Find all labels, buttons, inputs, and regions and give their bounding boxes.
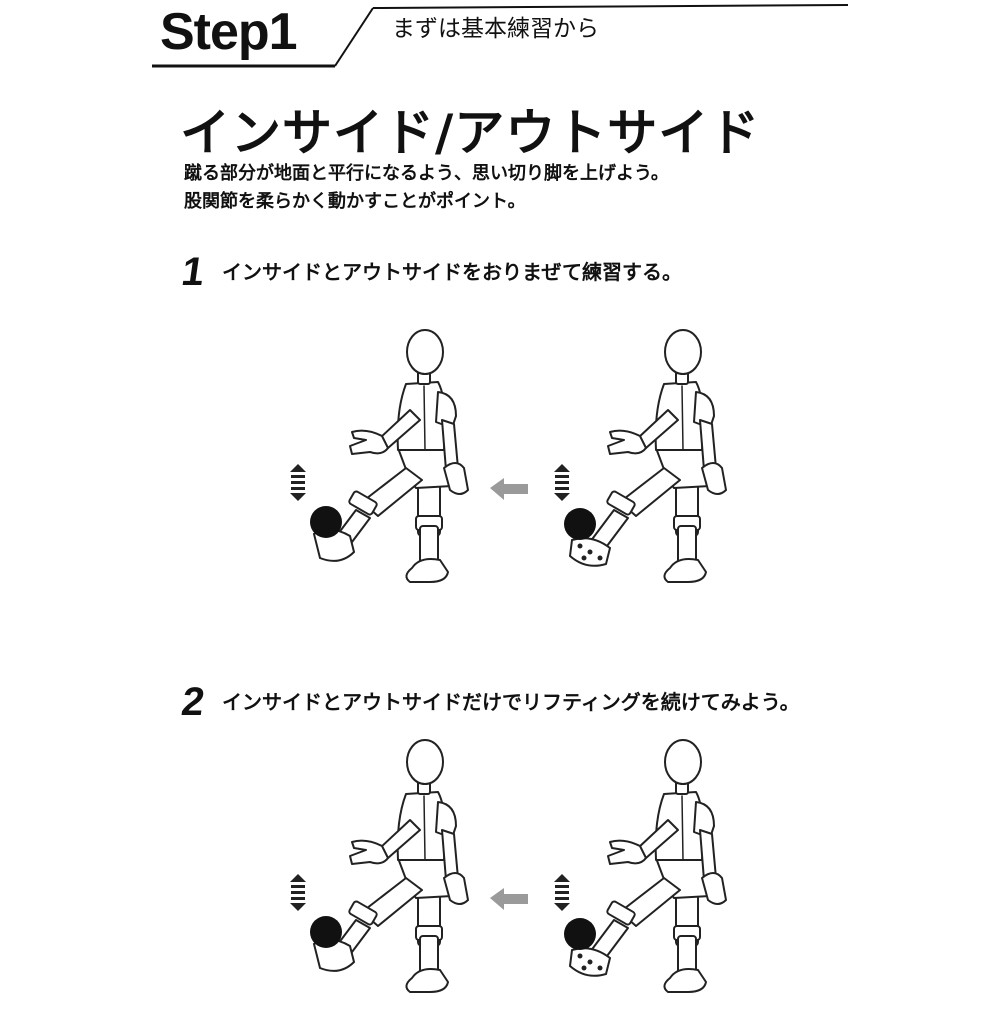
- illustration-lifting: [290, 739, 727, 993]
- instruction-1: 1 インサイドとアウトサイドをおりまぜて練習する。: [178, 250, 682, 294]
- up-down-arrow-icon: [290, 874, 306, 911]
- player-figure-outside: [568, 739, 727, 993]
- header-decoration: [152, 4, 849, 68]
- description-line-2: 股関節を柔らかく動かすことがポイント。: [184, 191, 526, 212]
- up-down-arrow-icon: [554, 464, 570, 501]
- step-label: Step1: [160, 3, 298, 61]
- player-figure-inside: [312, 739, 469, 993]
- instruction-2: 2 インサイドとアウトサイドだけでリフティングを続けてみよう。: [178, 680, 800, 724]
- step-subtitle: まずは基本練習から: [392, 16, 599, 42]
- soccer-ball: [564, 918, 596, 950]
- soccer-ball: [564, 508, 596, 540]
- instruction-number: 1: [178, 250, 208, 294]
- up-down-arrow-icon: [554, 874, 570, 911]
- soccer-ball: [310, 916, 342, 948]
- up-down-arrow-icon: [290, 464, 306, 501]
- soccer-ball: [310, 506, 342, 538]
- instruction-text: インサイドとアウトサイドだけでリフティングを続けてみよう。: [222, 690, 800, 714]
- page-title: インサイド/アウトサイド: [180, 104, 761, 162]
- player-figure-inside: [312, 329, 469, 583]
- player-figure-outside: [568, 329, 727, 583]
- instruction-text: インサイドとアウトサイドをおりまぜて練習する。: [222, 260, 682, 284]
- description-line-1: 蹴る部分が地面と平行になるよう、思い切り脚を上げよう。: [184, 163, 669, 184]
- left-arrow-icon: [490, 478, 528, 500]
- instruction-number: 2: [178, 680, 208, 724]
- illustration-inside-outside: [290, 329, 727, 583]
- left-arrow-icon: [490, 888, 528, 910]
